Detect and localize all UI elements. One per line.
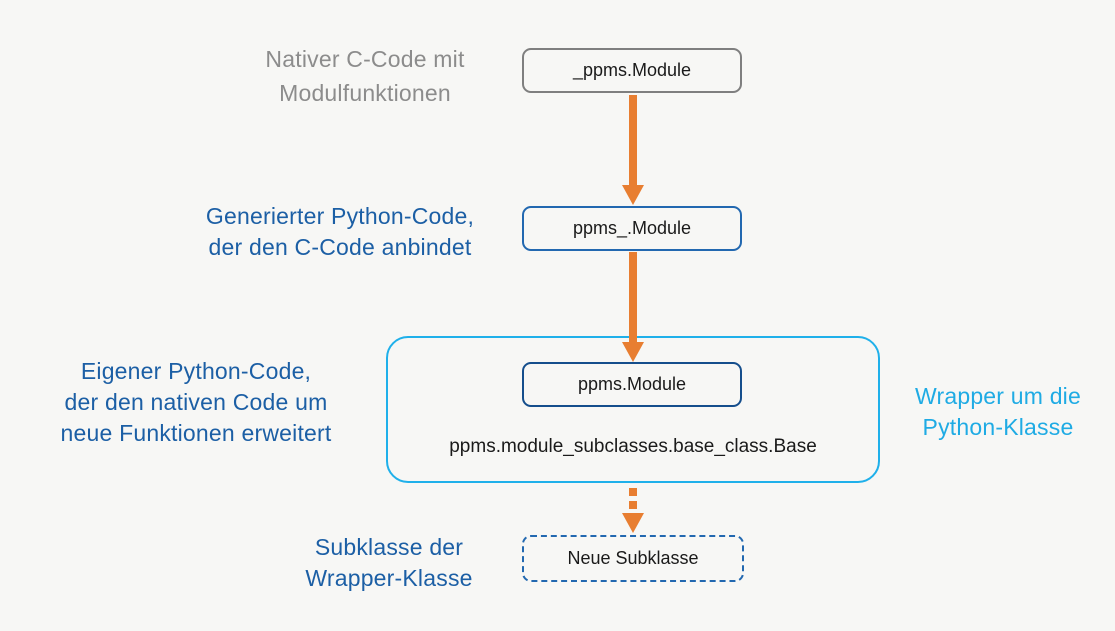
generated-module-box-label: ppms_.Module — [572, 218, 692, 238]
generated-code-label-line2: der den C-Code anbindet — [208, 234, 472, 260]
native-c-label: Nativer C-Code mit Modulfunktionen — [180, 42, 550, 110]
dashed-arrow-head-icon — [622, 513, 644, 533]
arrow-generated-to-wrapper-shaft — [629, 252, 637, 343]
native-module-box-label: _ppms.Module — [572, 60, 692, 80]
dashed-arrow-segment — [629, 488, 637, 496]
arrow-native-to-generated-head-icon — [622, 185, 644, 205]
wrapper-module-box: ppms.Module — [522, 362, 742, 407]
new-subclass-box-label: Neue Subklasse — [567, 548, 699, 568]
own-python-code-label-line2: der den nativen Code um — [64, 389, 328, 415]
wrapper-side-label-line1: Wrapper um die — [914, 383, 1081, 409]
wrapper-side-label: Wrapper um die Python-Klasse — [898, 381, 1098, 443]
subclass-label-line1: Subklasse der — [314, 534, 464, 560]
subclass-label: Subklasse der Wrapper-Klasse — [264, 532, 514, 594]
generated-code-label: Generierter Python-Code, der den C-Code … — [155, 201, 525, 263]
arrow-generated-to-wrapper-head-icon — [622, 342, 644, 362]
new-subclass-box: Neue Subklasse — [522, 535, 744, 582]
own-python-code-label-line1: Eigener Python-Code, — [80, 358, 312, 384]
arrow-native-to-generated-shaft — [629, 95, 637, 186]
native-module-box: _ppms.Module — [522, 48, 742, 93]
generated-module-box: ppms_.Module — [522, 206, 742, 251]
own-python-code-label-line3: neue Funktionen erweitert — [60, 420, 332, 446]
dashed-arrow-segment — [629, 501, 637, 509]
subclass-label-line2: Wrapper-Klasse — [305, 565, 473, 591]
wrapper-side-label-line2: Python-Klasse — [922, 414, 1074, 440]
wrapper-module-box-label: ppms.Module — [577, 374, 687, 394]
native-c-label-line2: Modulfunktionen — [279, 80, 451, 106]
base-class-path-text: ppms.module_subclasses.base_class.Base — [449, 436, 817, 457]
native-c-label-line1: Nativer C-Code mit — [265, 46, 465, 72]
own-python-code-label: Eigener Python-Code, der den nativen Cod… — [20, 356, 372, 449]
generated-code-label-line1: Generierter Python-Code, — [205, 203, 475, 229]
